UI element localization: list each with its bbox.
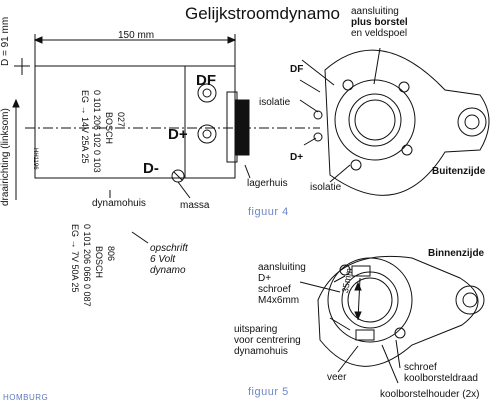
label-lagerhuis: lagerhuis — [247, 178, 288, 189]
fig5-veer: veer — [327, 372, 347, 383]
fig4-caption: figuur 4 — [248, 206, 289, 218]
label-opschrift-line1: opschrift — [150, 243, 188, 254]
diameter-dimension: D = 91 mm — [0, 16, 11, 66]
fig4-aansluiting-line1: aansluiting — [351, 6, 399, 17]
fig5-aansluiting-line2: D+ — [258, 273, 272, 284]
fig4-df: DF — [290, 64, 304, 75]
terminal-d-plus: D+ — [168, 126, 188, 143]
fig5-caption: figuur 5 — [248, 386, 289, 398]
label-massa: massa — [180, 200, 210, 211]
width-dimension: 150 mm — [118, 30, 155, 41]
fig5-schroef-draad-line2: koolborsteldraad — [404, 373, 478, 384]
fig5-uitsparing-line3: dynamohuis — [234, 346, 288, 357]
small-code: HH1196 — [32, 148, 38, 170]
fig5-aansluiting-line1: aansluiting — [258, 262, 306, 273]
label-opschrift-line2: 6 Volt — [150, 254, 176, 265]
fig4-isolatie-2: isolatie — [310, 182, 342, 193]
fig5-uitsparing-line2: voor centrering — [234, 335, 301, 346]
rotation-direction-label: draairichting (linksom) — [0, 108, 11, 206]
nameplate-2-line2: BOSCH — [94, 246, 104, 279]
nameplate-1-line3: 0 101 206 102 0 103 — [92, 90, 102, 173]
fig5-schroef-line1: schroef — [258, 284, 291, 295]
fig5-schroef-draad-line1: schroef — [404, 362, 437, 373]
fig4-aansluiting-line2: plus borstel — [351, 17, 408, 28]
label-dynamohuis: dynamohuis — [92, 198, 146, 209]
fig4-side-label: Buitenzijde — [432, 166, 486, 177]
nameplate-2-line1: 806 — [106, 246, 116, 262]
fig4-isolatie-1: isolatie — [259, 97, 291, 108]
fig5-uitsparing-line1: uitsparing — [234, 324, 278, 335]
terminal-df: DF — [196, 72, 216, 89]
fig5-side-label: Binnenzijde — [428, 248, 485, 259]
footer-brand: HOMBURG — [3, 393, 49, 402]
nameplate-1-line1: 027 — [116, 112, 126, 128]
label-opschrift-line3: dynamo — [150, 265, 186, 276]
diagram-title: Gelijkstroomdynamo — [185, 4, 340, 23]
nameplate-1-line2: BOSCH — [104, 112, 114, 145]
fig5-schroef-line2: M4x6mm — [258, 295, 300, 306]
nameplate-2-line4: EG → 7V 50A 25 — [70, 224, 80, 293]
fig4-d-plus: D+ — [290, 152, 304, 163]
nameplate-2-line3: 0 101 206 066 0 087 — [82, 224, 92, 307]
fig5-koolborstelhouder: koolborstelhouder (2x) — [380, 389, 480, 400]
fig4-aansluiting-line3: en veldspoel — [351, 28, 408, 39]
nameplate-1-line4: EG → 14V 25A 25 — [80, 90, 90, 164]
terminal-d-minus: D- — [143, 160, 159, 177]
